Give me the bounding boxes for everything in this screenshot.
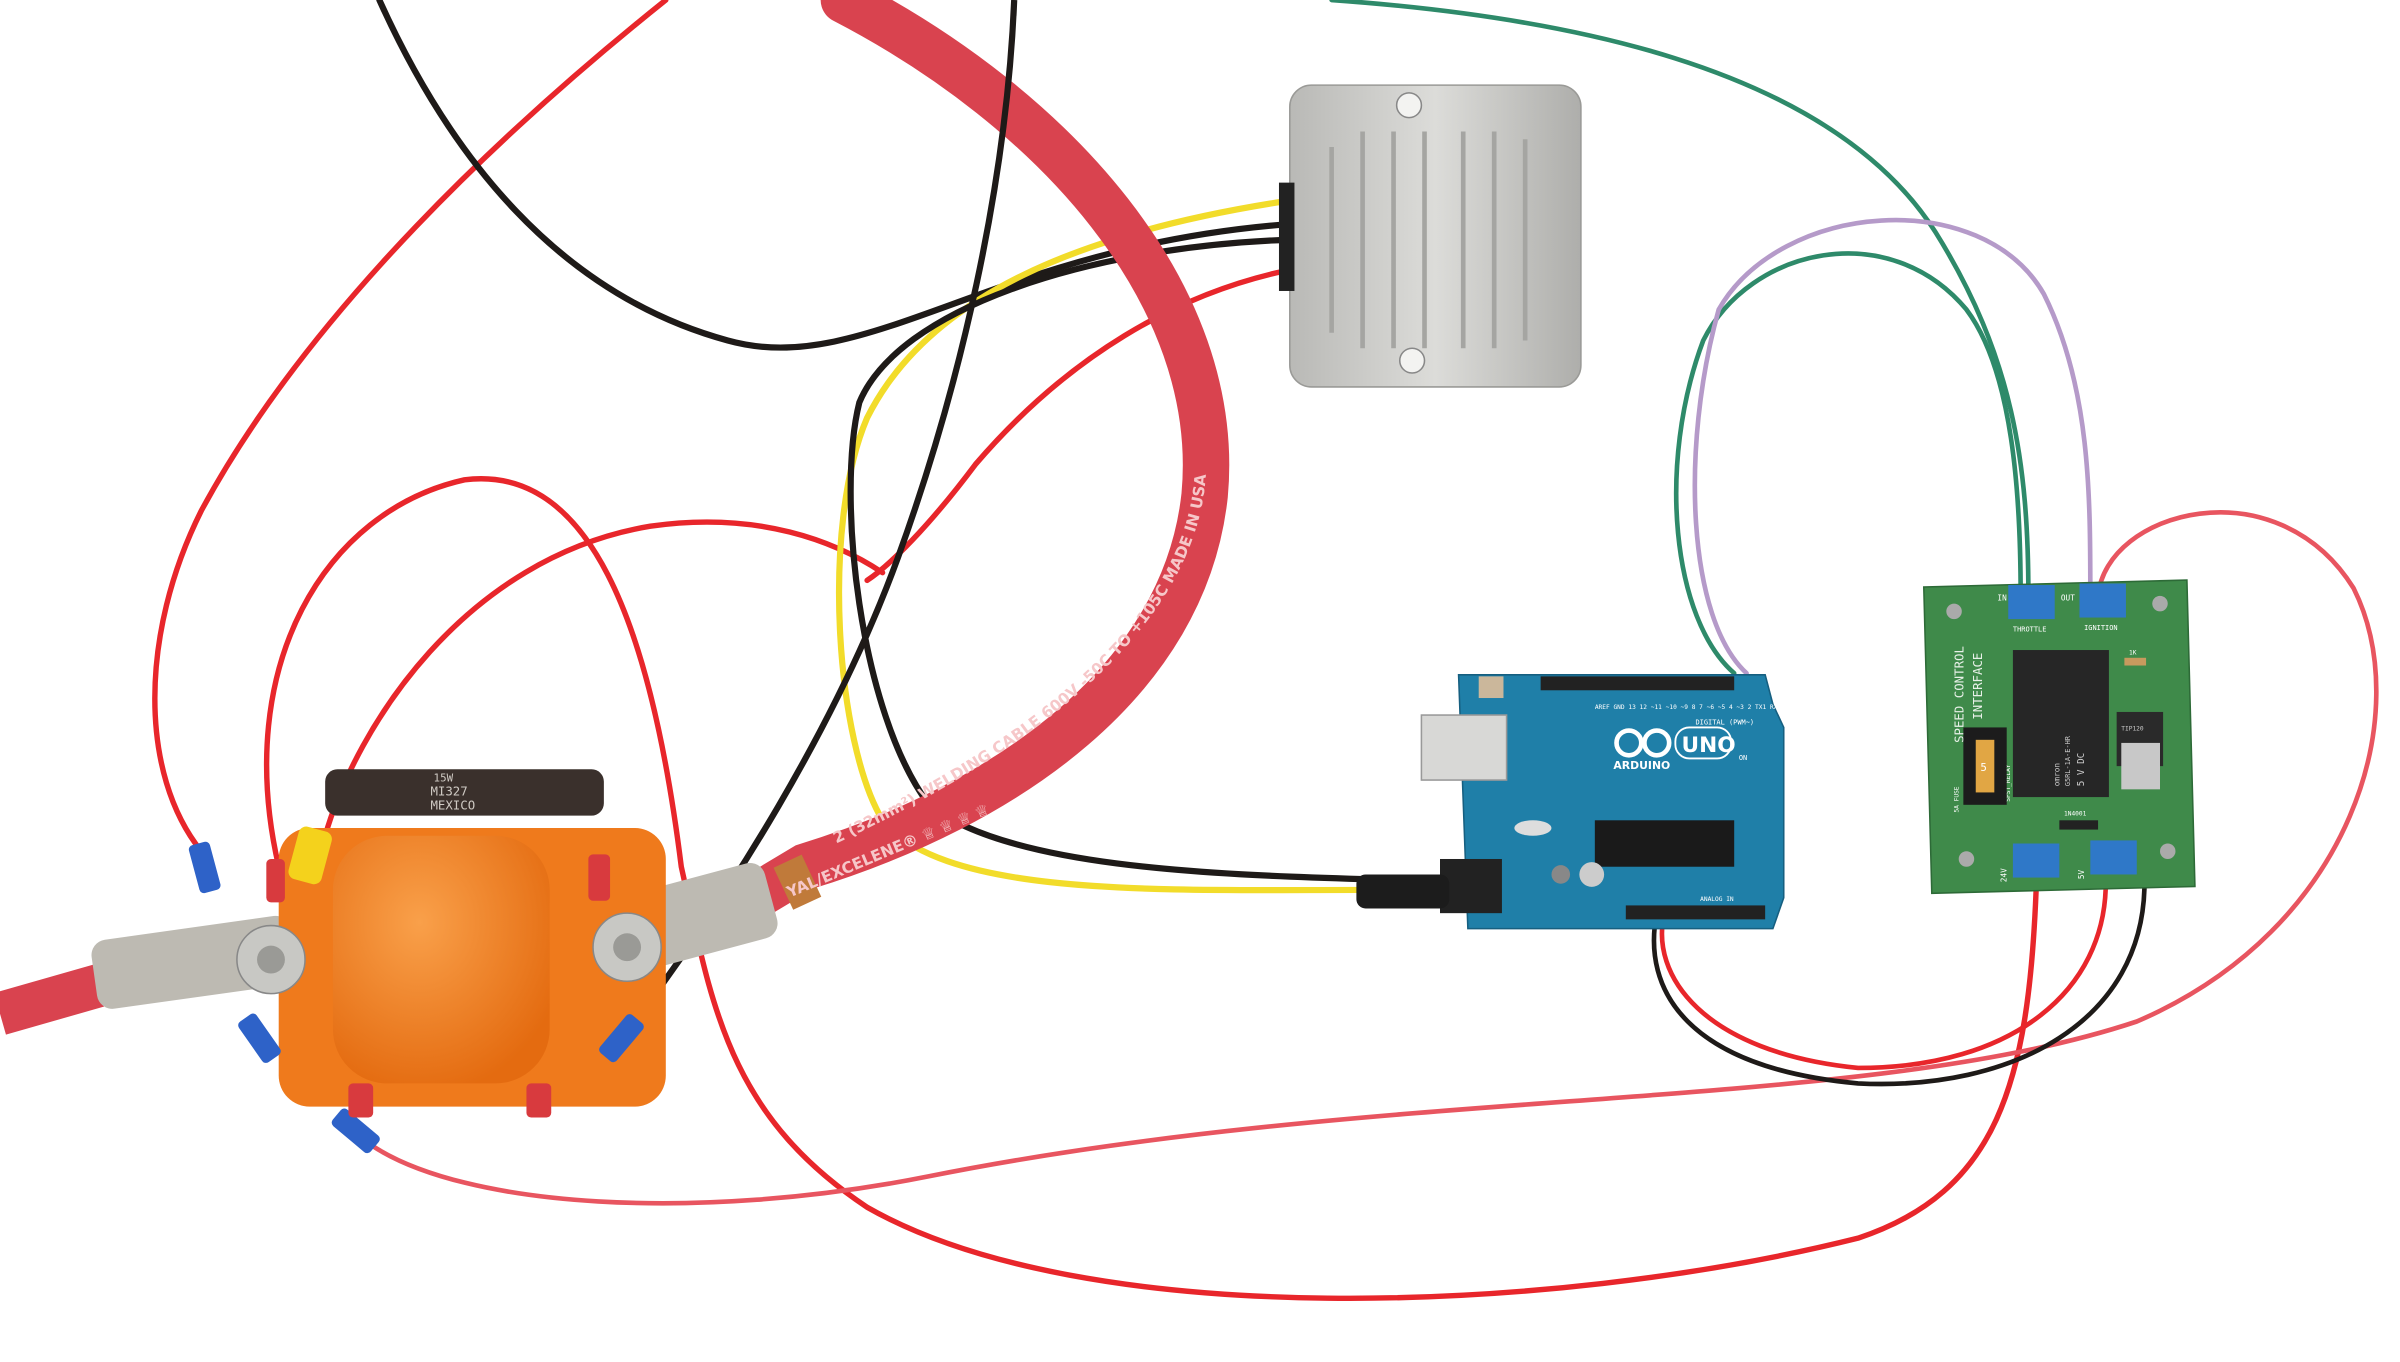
arduino-model-label: UNO — [1682, 733, 1736, 758]
relay-label: SPST_RELAY — [2005, 764, 2012, 802]
relay-brand: omron — [2052, 763, 2061, 786]
speed-control-board: THROTTLE IGNITION IN OUT SPEED CONTROL I… — [1922, 579, 2196, 895]
arduino-uno-board: AREF GND 13 12 ~11 ~10 ~9 8 7 ~6 ~5 4 ~3… — [1356, 674, 1785, 930]
resistor-text-1: 15W — [434, 772, 454, 785]
red-wire-top-left — [152, 0, 669, 854]
red-wire-right-loop — [369, 510, 2379, 1206]
pcb-resistor-label: 1K — [2129, 650, 2137, 657]
green-wire-arduino — [1673, 251, 2023, 676]
ignition-label: IGNITION — [2084, 624, 2118, 632]
relay-voltage: 5 V DC — [2076, 753, 2087, 786]
solenoid: 15W MI327 MEXICO — [91, 769, 778, 1154]
arduino-brand-label: ARDUINO — [1613, 759, 1670, 772]
arduino-pcb-black-wire — [1651, 879, 2147, 1087]
resistor-text-3: MEXICO — [430, 798, 475, 812]
crimp-terminals — [188, 826, 644, 1154]
red-wire-to-dome — [322, 519, 886, 839]
fuse-value: 5 — [1980, 761, 1987, 774]
throttle-in-label: IN — [1997, 594, 2007, 603]
purple-wire — [1692, 217, 2093, 676]
board-title-2: INTERFACE — [1971, 653, 1985, 720]
signal-in-label: 5V — [2077, 869, 2086, 879]
red-wire-loop — [263, 476, 2039, 1301]
throttle-label: THROTTLE — [2013, 625, 2047, 633]
relay-model: G5RL-1A-E-HR — [2064, 735, 2072, 786]
arduino-pin-labels: AREF GND 13 12 ~11 ~10 ~9 8 7 ~6 ~5 4 ~3… — [1595, 704, 1782, 711]
yellow-wire — [835, 198, 1366, 894]
power-in-label: 24V — [2000, 868, 2009, 882]
terminal-blocks — [2008, 583, 2137, 878]
resistor-15w: 15W MI327 MEXICO — [325, 769, 604, 816]
ignition-out-label: OUT — [2061, 594, 2075, 603]
fuse-label: 5A FUSE — [1954, 786, 1961, 812]
diode-label: 1N4001 — [2064, 811, 2087, 818]
voltage-regulator — [1278, 84, 1582, 388]
arduino-analog-label: ANALOG IN — [1700, 896, 1734, 903]
arduino-digital-label: DIGITAL (PWM~) — [1695, 718, 1754, 726]
green-wire-top — [1329, 0, 2031, 599]
arduino-pcb-red-wire — [1659, 879, 2109, 1071]
board-title-1: SPEED CONTROL — [1952, 646, 1966, 743]
black-wire-barrel — [847, 236, 1366, 883]
resistor-text-2: MI327 — [430, 785, 467, 799]
arduino-logo-icon — [1614, 728, 1672, 758]
arduino-on-label: ON — [1739, 754, 1747, 762]
transistor-label: TIP120 — [2121, 726, 2144, 733]
black-wire-regulator — [376, 0, 1289, 351]
